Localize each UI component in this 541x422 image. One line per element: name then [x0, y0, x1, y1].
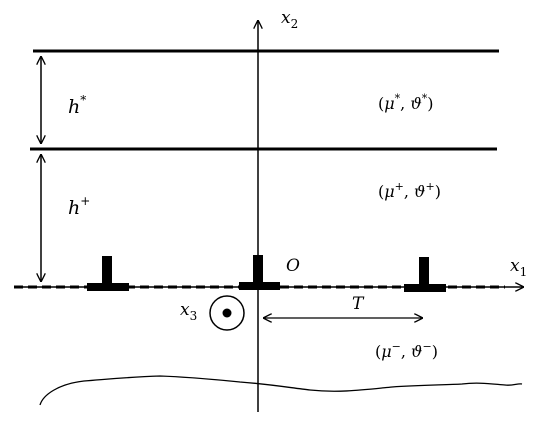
period-label: T	[352, 294, 365, 314]
inclusion-center	[239, 255, 280, 290]
inclusion-left	[87, 256, 129, 291]
x3-label: x3	[180, 300, 197, 323]
region-bottom-label: (μ−, ϑ−)	[375, 340, 438, 361]
bottom-boundary-curve	[39, 375, 523, 406]
x2-label: x2	[281, 8, 298, 31]
h-star-label: h*	[68, 93, 86, 118]
inclusion-right	[404, 257, 446, 292]
x3-out-of-plane-icon	[209, 295, 245, 331]
origin-label: O	[286, 256, 300, 276]
x1-label: x1	[510, 256, 527, 279]
region-middle-label: (μ+, ϑ+)	[378, 180, 441, 201]
h-plus-label: h+	[68, 194, 90, 219]
region-top-label: (μ*, ϑ*)	[378, 92, 434, 113]
